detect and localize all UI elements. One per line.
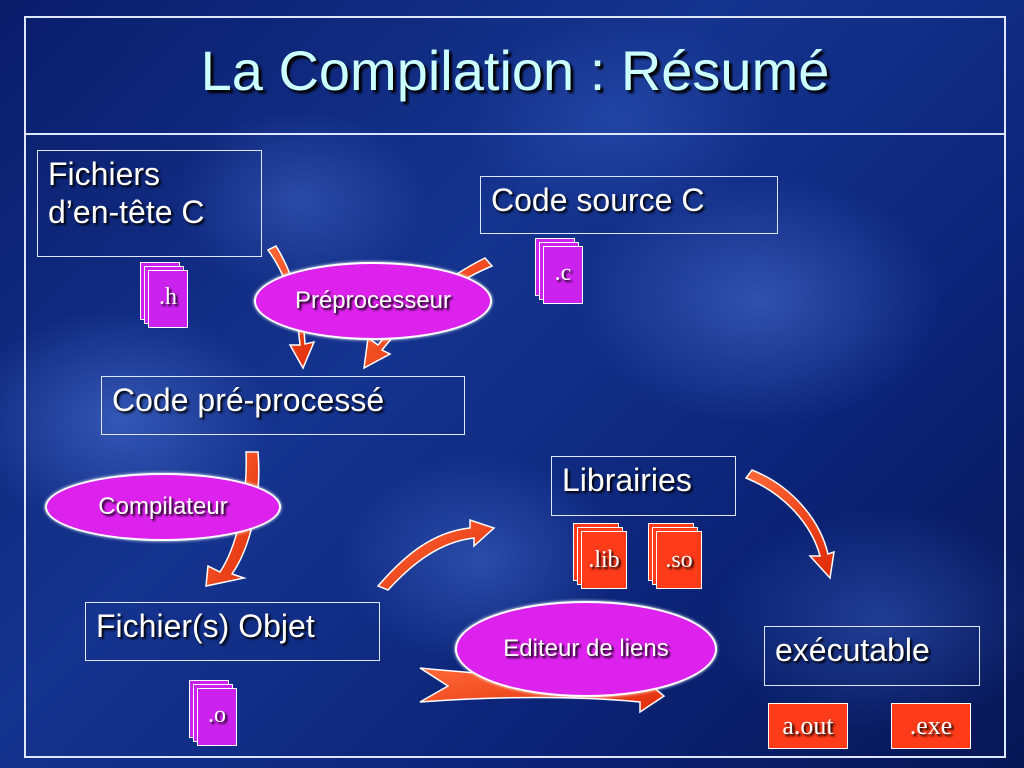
process-preprocessor: Préprocesseur bbox=[254, 262, 492, 340]
file-stack-lib: .lib bbox=[573, 523, 633, 595]
title-divider bbox=[24, 133, 1006, 135]
file-stack-so: .so bbox=[648, 523, 708, 595]
file-stack-c: .c bbox=[535, 238, 595, 310]
arrow-object-to-libraries bbox=[376, 518, 496, 591]
file-h-label: .h bbox=[159, 284, 177, 310]
process-compiler: Compilateur bbox=[45, 473, 281, 541]
box-header-files-line2: d’en-tête C bbox=[48, 194, 205, 230]
box-header-files: Fichiers d’en-tête C bbox=[37, 150, 262, 257]
box-object-files: Fichier(s) Objet bbox=[85, 602, 380, 661]
box-preprocessed-code: Code pré-processé bbox=[101, 376, 465, 435]
box-header-files-line1: Fichiers bbox=[48, 156, 161, 192]
process-linker: Editeur de liens bbox=[455, 601, 717, 697]
arrow-libraries-to-executable bbox=[744, 469, 835, 580]
file-c-label: .c bbox=[554, 260, 572, 286]
file-stack-o: .o bbox=[189, 680, 249, 752]
file-lib-label: .lib bbox=[588, 547, 620, 573]
file-o-label: .o bbox=[208, 702, 226, 728]
box-source-code: Code source C bbox=[480, 176, 778, 234]
file-so-label: .so bbox=[665, 547, 693, 573]
file-exe: .exe bbox=[891, 703, 971, 749]
box-executable: exécutable bbox=[764, 626, 980, 686]
slide-frame bbox=[24, 16, 1006, 758]
slide-title: La Compilation : Résumé bbox=[200, 39, 830, 102]
file-aout: a.out bbox=[768, 703, 848, 749]
box-libraries: Librairies bbox=[551, 456, 736, 516]
file-stack-h: .h bbox=[140, 262, 200, 334]
